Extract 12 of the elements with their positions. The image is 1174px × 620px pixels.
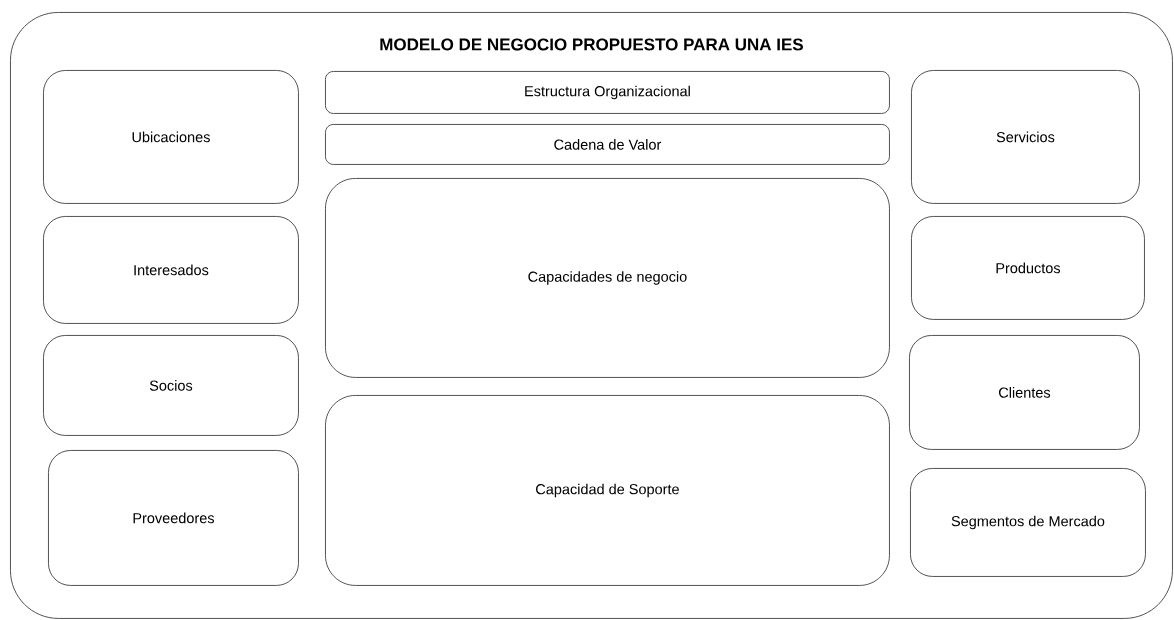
process-box: Ubicaciones [43, 70, 299, 204]
process-box: Estructura Organizacional [325, 71, 890, 114]
process-box: Productos [911, 216, 1145, 320]
process-box: Capacidad de Soporte [325, 395, 890, 586]
process-box: Capacidades de negocio [325, 178, 890, 378]
process-box: Socios [43, 335, 299, 436]
process-box: Clientes [909, 335, 1140, 450]
process-box: Interesados [43, 216, 299, 324]
process-box: Cadena de Valor [325, 124, 890, 165]
process-box: Servicios [911, 70, 1140, 204]
process-box: Segmentos de Mercado [910, 468, 1146, 577]
process-box: Proveedores [48, 450, 299, 586]
